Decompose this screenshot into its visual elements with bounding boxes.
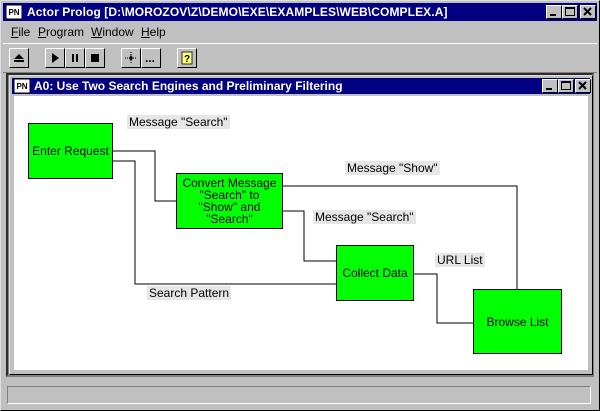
node-enter-request[interactable]: Enter Request — [28, 123, 113, 179]
node-collect-data[interactable]: Collect Data — [336, 245, 414, 301]
debug-icon — [125, 52, 137, 64]
edge-label-url-list: URL List — [435, 253, 485, 267]
menu-bar: File Program Window Help — [3, 23, 597, 41]
minimize-icon — [550, 14, 556, 16]
diagram-window-title-bar[interactable]: PN A0: Use Two Search Engines and Prelim… — [12, 78, 591, 94]
edge-label-msg-show: Message "Show" — [345, 161, 440, 175]
edge-url-list — [413, 273, 473, 324]
more-icon: ... — [145, 51, 156, 65]
svg-text:PN: PN — [8, 8, 19, 17]
child-close-button[interactable] — [575, 79, 591, 93]
more-button[interactable]: ... — [141, 48, 161, 68]
diagram-connectors — [112, 150, 518, 324]
svg-text:?: ? — [184, 54, 190, 65]
menu-help[interactable]: Help — [141, 25, 166, 39]
window-title: Actor Prolog [D:\MOROZOV\Z\DEMO\EXE\EXAM… — [27, 5, 448, 19]
menu-program[interactable]: Program — [38, 25, 85, 39]
menu-file[interactable]: File — [11, 25, 31, 39]
svg-text:PN: PN — [16, 82, 27, 91]
child-minimize-button[interactable] — [542, 79, 558, 93]
child-maximize-button[interactable] — [558, 79, 574, 93]
title-bar[interactable]: PN Actor Prolog [D:\MOROZOV\Z\DEMO\EXE\E… — [3, 3, 597, 21]
diagram-window-title: A0: Use Two Search Engines and Prelimina… — [34, 79, 343, 93]
maximize-button[interactable] — [562, 5, 578, 19]
node-convert-message[interactable]: Convert Message "Search" to "Show" and "… — [176, 173, 283, 229]
app-icon: PN — [6, 4, 22, 20]
stop-icon — [91, 54, 99, 62]
diagram-canvas[interactable]: Enter Request Convert Message "Search" t… — [14, 96, 588, 370]
toolbar: ... ? — [3, 43, 597, 73]
edge-msg-search-1 — [112, 150, 176, 202]
document-icon: PN — [14, 78, 30, 94]
menu-window[interactable]: Window — [91, 25, 134, 39]
minimize-icon — [546, 88, 552, 90]
pause-icon — [72, 54, 78, 62]
stop-button[interactable] — [85, 48, 105, 68]
edge-msg-search-2 — [282, 210, 336, 262]
eject-button[interactable] — [9, 48, 29, 68]
run-button[interactable] — [45, 48, 65, 68]
edge-label-search-pattern: Search Pattern — [147, 286, 232, 300]
edge-label-msg-search-1: Message "Search" — [127, 115, 230, 129]
help-button[interactable]: ? — [177, 48, 197, 68]
status-bar — [7, 386, 591, 404]
play-icon — [52, 53, 59, 63]
edge-label-msg-search-2: Message "Search" — [313, 210, 416, 224]
debug-button[interactable] — [121, 48, 141, 68]
help-icon: ? — [181, 51, 193, 65]
diagram-window: PN A0: Use Two Search Engines and Prelim… — [9, 75, 593, 375]
close-icon — [583, 7, 592, 16]
close-button[interactable] — [580, 5, 596, 19]
edge-msg-show — [282, 185, 518, 290]
pause-button[interactable] — [65, 48, 85, 68]
eject-icon — [14, 54, 24, 62]
maximize-icon — [565, 7, 575, 16]
maximize-icon — [561, 81, 571, 90]
minimize-button[interactable] — [546, 5, 562, 19]
close-icon — [578, 81, 587, 90]
node-browse-list[interactable]: Browse List — [473, 289, 562, 354]
edge-search-pattern — [112, 160, 336, 285]
